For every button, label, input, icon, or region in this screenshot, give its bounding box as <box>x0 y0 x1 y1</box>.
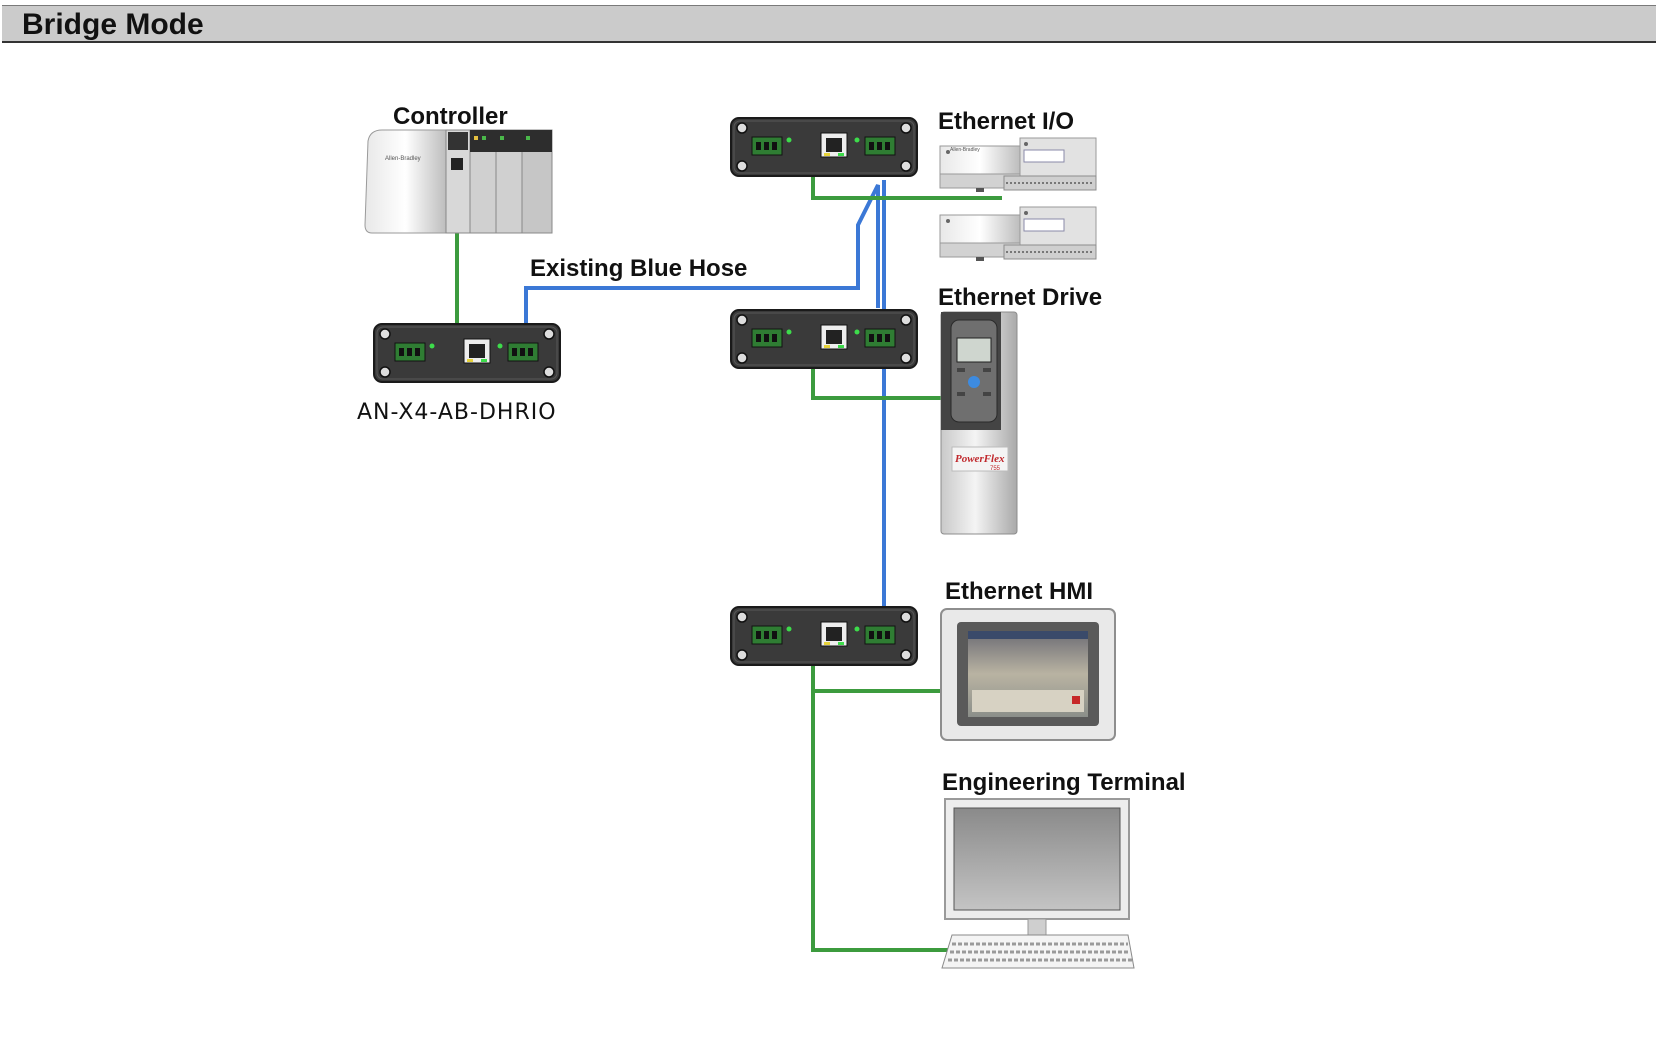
hmi-panel-icon <box>940 608 1116 741</box>
controller-label: Controller <box>393 103 508 130</box>
engineering-terminal-computer-icon <box>941 798 1135 969</box>
hmi-ethernet-wire <box>811 666 944 693</box>
drive-brand: PowerFlex <box>955 453 1005 465</box>
gateway-drive-device-icon <box>730 309 918 369</box>
engineering-terminal-label: Engineering Terminal <box>942 769 1186 796</box>
io-ethernet-wire <box>811 177 1002 200</box>
terminal-ethernet-wire <box>811 691 948 952</box>
controller-brand: Allen-Bradley <box>385 156 421 162</box>
ethernet-drive-label: Ethernet Drive <box>938 284 1102 311</box>
controller-chassis-icon: Allen-Bradley <box>364 129 553 234</box>
gateway-io-device-icon <box>730 117 918 177</box>
blue-hose-wire <box>524 184 880 327</box>
ethernet-io-module-icon: Allen-Bradley <box>939 137 1097 262</box>
page-title: Bridge Mode <box>22 8 204 41</box>
gateway-label: AN-X4-AB-DHRIO <box>357 400 557 425</box>
network-wires <box>455 177 1002 952</box>
gateway-an-x4-device-icon <box>373 323 561 383</box>
gateway-hmi-device-icon <box>730 606 918 666</box>
page-header: Bridge Mode <box>2 5 1656 43</box>
ethernet-io-label: Ethernet I/O <box>938 108 1074 135</box>
drive-model: 755 <box>990 466 1001 472</box>
ethernet-hmi-label: Ethernet HMI <box>945 578 1093 605</box>
drive-ethernet-wire <box>811 369 944 400</box>
blue-hose-label: Existing Blue Hose <box>530 255 747 282</box>
powerflex-drive-icon: PowerFlex 755 <box>940 311 1018 535</box>
io-brand: Allen-Bradley <box>950 147 980 153</box>
